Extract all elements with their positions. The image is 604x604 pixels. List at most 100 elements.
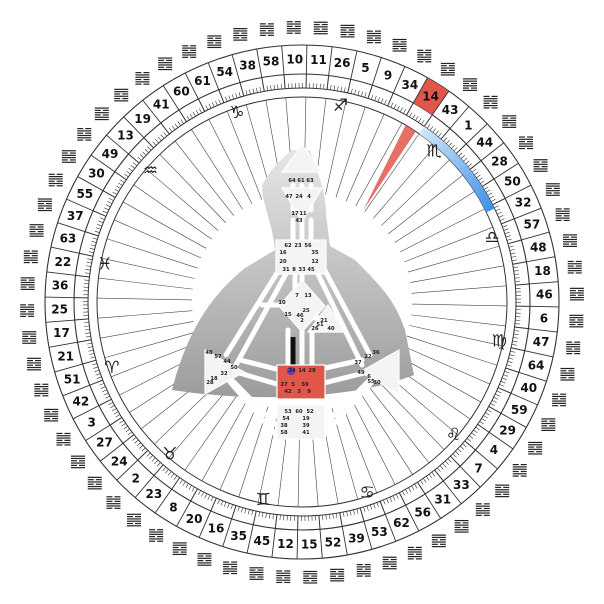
tick: [486, 409, 492, 413]
spoke: [100, 321, 194, 339]
spoke: [394, 191, 475, 243]
tick: [118, 182, 123, 186]
gate-divider: [46, 271, 76, 276]
tick: [171, 125, 176, 130]
tick: [147, 146, 152, 151]
gate-divider: [319, 529, 323, 559]
spoke: [159, 154, 226, 223]
center-gate: 57: [214, 354, 222, 360]
hexagram-icon: [569, 314, 584, 328]
tick: [479, 421, 484, 425]
gate-divider: [57, 222, 86, 233]
tick: [459, 445, 465, 450]
center-gate: 39: [302, 423, 310, 429]
activation-wedge: [363, 125, 416, 211]
hexagram-icon: [407, 546, 422, 560]
gate-divider: [510, 392, 538, 406]
spoke: [201, 397, 249, 482]
tick: [261, 512, 264, 518]
tick: [210, 497, 217, 512]
tick: [496, 390, 502, 394]
spoke: [106, 238, 198, 269]
tick: [258, 511, 260, 517]
tick: [476, 174, 481, 179]
tick: [220, 500, 224, 506]
spoke: [411, 303, 507, 307]
tick: [265, 512, 267, 519]
gate-label: 43: [442, 103, 459, 117]
tick: [142, 151, 147, 156]
center-gate: 43: [295, 218, 303, 224]
center-gate: 44: [223, 359, 231, 365]
spoke: [369, 388, 430, 464]
gate-label: 4: [490, 443, 498, 457]
hexagram-icon: [495, 484, 510, 498]
zodiac-sign: ♋: [360, 483, 375, 503]
tick: [128, 153, 140, 164]
tick: [112, 191, 118, 195]
tick: [417, 481, 426, 495]
gate-label: 40: [520, 381, 537, 395]
hexagram-icon: [114, 88, 129, 102]
tick: [511, 259, 517, 262]
zodiac-sign: ♎: [485, 228, 500, 248]
tick: [97, 224, 103, 227]
gate-label: 3: [87, 416, 95, 430]
tick: [180, 119, 184, 124]
gate-divider: [514, 207, 542, 220]
gate-divider: [521, 231, 550, 241]
tick: [510, 252, 516, 255]
gate-label: 63: [60, 232, 77, 246]
tick: [514, 273, 520, 275]
tick: [380, 98, 384, 104]
hexagram-icon: [233, 28, 248, 41]
gate-label: 51: [64, 372, 81, 386]
throat-center: [275, 239, 327, 275]
tick: [483, 186, 489, 190]
tick: [421, 120, 425, 125]
tick: [435, 130, 439, 135]
tick: [497, 211, 502, 215]
tick: [90, 244, 96, 247]
hexagram-icon: [512, 464, 527, 477]
tick: [84, 279, 90, 281]
tick: [503, 374, 509, 377]
hexagram-icon: [518, 136, 533, 150]
active-gate-cell: [413, 77, 449, 115]
tick: [114, 171, 127, 181]
center-gate: 49: [357, 370, 365, 376]
center-gate: 24: [295, 194, 303, 200]
tick: [481, 418, 486, 422]
gate-divider: [442, 480, 462, 505]
tick: [124, 173, 129, 178]
gate-divider: [529, 281, 559, 285]
tick: [251, 510, 254, 516]
tick: [507, 239, 522, 245]
tick: [113, 411, 119, 415]
tick: [364, 92, 367, 98]
spoke: [355, 122, 403, 207]
spoke: [168, 385, 231, 459]
tick: [503, 228, 509, 231]
gate-label: 27: [96, 436, 113, 450]
spoke: [411, 285, 507, 294]
tick: [344, 87, 346, 93]
tick: [510, 350, 516, 353]
tick: [369, 504, 373, 510]
tick: [467, 163, 472, 167]
tick: [465, 160, 470, 165]
spoke: [411, 314, 506, 327]
zodiac-sign: ♊: [256, 490, 271, 510]
tick: [102, 190, 116, 198]
tick: [494, 205, 499, 209]
tick: [473, 429, 478, 434]
tick: [77, 339, 92, 343]
tick: [256, 87, 258, 93]
hexagram-icon: [223, 561, 238, 575]
gate-divider: [66, 198, 94, 212]
tick: [89, 379, 103, 386]
hexagram-icon: [566, 341, 581, 355]
gate-divider: [184, 72, 199, 100]
center-gate: 28: [206, 380, 214, 386]
tick: [513, 266, 519, 269]
